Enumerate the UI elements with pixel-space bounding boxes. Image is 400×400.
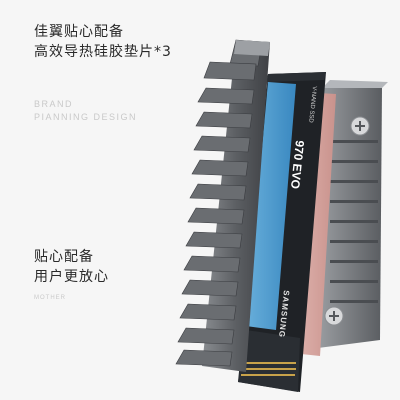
screw-icon <box>324 306 344 326</box>
headline-2-line-2: 用户更放心 <box>34 269 109 285</box>
watermark-brand: BRAND <box>34 99 74 109</box>
thermal-pad-blue <box>246 82 296 330</box>
bottom-bracket <box>318 80 388 348</box>
heatsink <box>175 39 270 372</box>
ssd-subtitle-text: V-NAND SSD <box>307 86 317 124</box>
watermark-planning-design: PIANNING DESIGN <box>34 112 138 122</box>
watermark-mother: MOTHER <box>34 295 66 301</box>
ssd-model-text: 970 EVO <box>288 140 307 190</box>
headline-line-1: 佳翼贴心配备 <box>34 24 124 40</box>
ssd-label-text: 970 EVO V-NAND SSD SAMSUNG <box>277 86 317 339</box>
screw-icon <box>350 116 370 136</box>
headline-2-line-1: 贴心配备 <box>34 249 94 265</box>
headline-line-2: 高效导热硅胶垫片*3 <box>34 44 172 60</box>
